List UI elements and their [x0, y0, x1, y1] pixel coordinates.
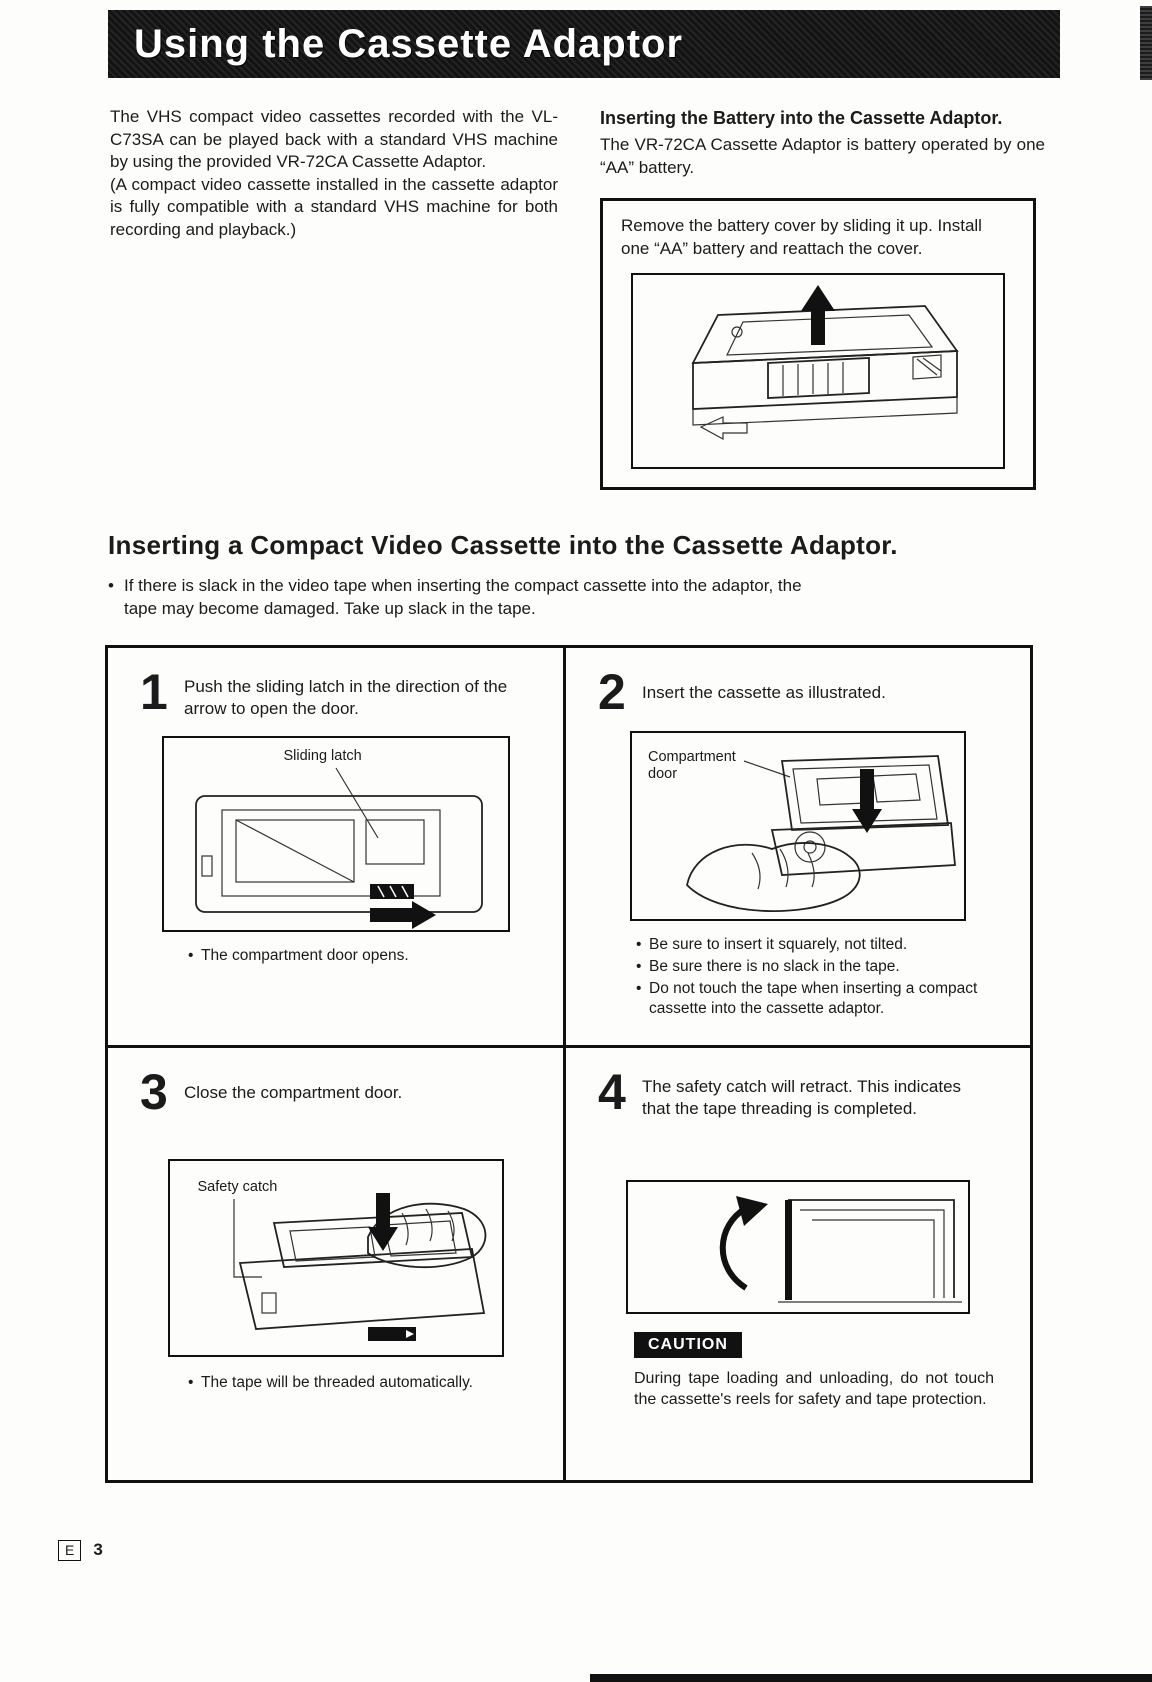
caution-text: During tape loading and unloading, do no… — [634, 1370, 994, 1409]
slack-warning-text: If there is slack in the video tape when… — [124, 576, 802, 618]
footer-edition-badge: E — [58, 1540, 82, 1561]
step-1-figure-label: Sliding latch — [283, 748, 362, 765]
caution-badge: CAUTION — [634, 1332, 742, 1359]
step-1-number: 1 — [140, 664, 168, 720]
step-3-number: 3 — [140, 1064, 168, 1120]
step-4-number: 4 — [598, 1064, 626, 1120]
page-footer: E 3 — [58, 1540, 103, 1561]
battery-section-body: The VR-72CA Cassette Adaptor is battery … — [600, 135, 1045, 177]
footer-page-number: 3 — [93, 1540, 103, 1560]
up-arrow-icon — [801, 284, 835, 345]
step-2-number: 2 — [598, 664, 626, 720]
step-4-figure — [626, 1180, 970, 1315]
note-item: Be sure to insert it squarely, not tilte… — [636, 935, 1009, 955]
close-door-illustration — [232, 1193, 486, 1341]
note-item: Be sure there is no slack in the tape. — [636, 957, 1009, 977]
note-item: The compartment door opens. — [188, 946, 545, 966]
step-3-cell: 3 Close the compartment door. Safety cat… — [108, 1048, 566, 1480]
curved-arrow-icon — [719, 1205, 748, 1291]
page-title: Using the Cassette Adaptor — [134, 21, 684, 66]
scan-bottom-bar — [590, 1674, 1152, 1682]
insert-section-heading: Inserting a Compact Video Cassette into … — [108, 530, 898, 560]
sliding-latch-illustration — [194, 767, 483, 930]
step-2-cell: 2 Insert the cassette as illustrated. Co… — [566, 648, 1030, 1048]
header-bar: Using the Cassette Adaptor — [108, 10, 1060, 78]
slide-arrow-icon — [699, 415, 748, 440]
step-1-cell: 1 Push the sliding latch in the directio… — [108, 648, 566, 1048]
step-3-instruction: Close the compartment door. — [184, 1083, 403, 1102]
note-item: Do not touch the tape when inserting a c… — [636, 979, 1009, 1019]
note-item: The tape will be threaded automatically. — [188, 1373, 545, 1393]
down-arrow-icon — [852, 769, 882, 833]
battery-box-text: Remove the battery cover by sliding it u… — [621, 216, 982, 258]
safety-catch-retract-illustration — [719, 1196, 962, 1303]
step-1-notes: The compartment door opens. — [126, 946, 545, 966]
step-1-figure: Sliding latch — [161, 736, 510, 933]
battery-adaptor-illustration — [691, 284, 959, 440]
intro-paragraph-1: The VHS compact video cassettes recorded… — [110, 107, 558, 172]
battery-adaptor-figure — [631, 272, 1005, 469]
step-2-instruction: Insert the cassette as illustrated. — [642, 683, 886, 702]
down-arrow-icon — [367, 1193, 398, 1251]
slack-warning-note: If there is slack in the video tape when… — [108, 575, 832, 621]
insert-cassette-illustration — [686, 755, 956, 913]
step-2-figure-label: Compartment door — [648, 749, 736, 783]
step-2-notes: Be sure to insert it squarely, not tilte… — [584, 935, 1012, 1020]
sliding-latch-icon — [367, 1327, 416, 1341]
battery-section-heading: Inserting the Battery into the Cassette … — [600, 108, 1003, 128]
step-3-notes: The tape will be threaded automatically. — [126, 1373, 545, 1393]
step-3-figure-label: Safety catch — [197, 1179, 278, 1195]
step-3-figure: Safety catch — [167, 1159, 504, 1357]
step-1-instruction: Push the sliding latch in the direction … — [184, 677, 508, 719]
scan-edge-strip — [1140, 6, 1152, 80]
right-arrow-icon — [369, 901, 436, 930]
intro-text: The VHS compact video cassettes recorded… — [110, 106, 558, 242]
battery-instruction-box: Remove the battery cover by sliding it u… — [600, 198, 1036, 490]
step-4-cell: 4 The safety catch will retract. This in… — [566, 1048, 1030, 1480]
step-2-figure: Compartment door — [630, 731, 966, 921]
step-4-instruction: The safety catch will retract. This indi… — [642, 1077, 962, 1119]
steps-table: 1 Push the sliding latch in the directio… — [105, 645, 1033, 1483]
intro-paragraph-2: (A compact video cassette installed in t… — [110, 174, 558, 240]
